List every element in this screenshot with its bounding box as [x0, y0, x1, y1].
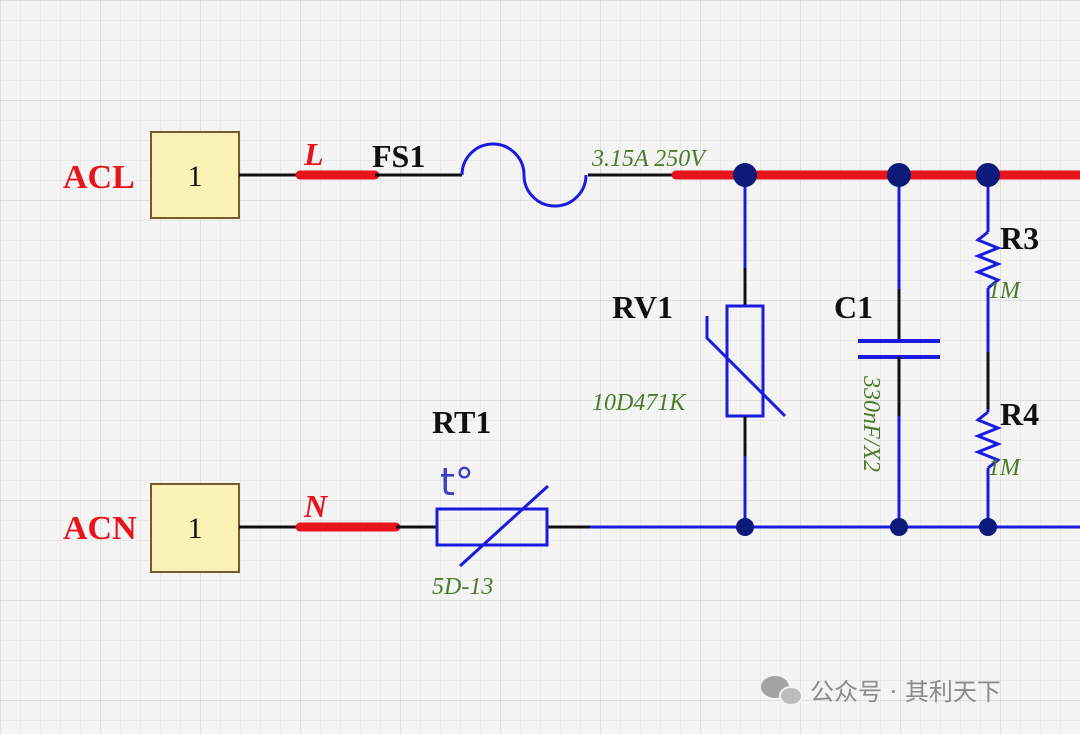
resistor-r4-ref: R4 — [1000, 396, 1039, 432]
junction-dot — [976, 163, 1000, 187]
thermistor-rt1[interactable] — [435, 484, 550, 568]
resistor-r3-ref: R3 — [1000, 220, 1039, 256]
connector-acn[interactable]: 1 — [150, 483, 240, 573]
connector-acn-label: ACN — [63, 510, 137, 547]
thermistor-rt1-value: 5D-13 — [432, 574, 493, 600]
connector-acl-label: ACL — [63, 159, 135, 196]
fuse-fs1[interactable] — [460, 142, 588, 208]
fuse-fs1-value: 3.15A 250V — [591, 146, 707, 172]
junction-dot — [890, 518, 908, 536]
varistor-rv1[interactable] — [705, 175, 787, 527]
connector-acl[interactable]: 1 — [150, 131, 240, 219]
junction-dot — [979, 518, 997, 536]
junction-dot — [736, 518, 754, 536]
resistor-r4-value: 1M — [988, 455, 1022, 481]
resistor-r3-value: 1M — [988, 278, 1022, 304]
capacitor-c1-value: 330nF/X2 — [858, 375, 884, 472]
connector-acl-pin: 1 — [188, 160, 203, 193]
thermistor-rt1-symbol: t° — [440, 460, 474, 504]
junction-dot — [733, 163, 757, 187]
varistor-rv1-value: 10D471K — [592, 390, 687, 416]
net-label-n: N — [303, 488, 329, 524]
capacitor-c1-ref: C1 — [834, 289, 873, 325]
net-label-l: L — [303, 136, 324, 172]
watermark-text: 公众号 · 其利天下 — [810, 678, 1001, 706]
capacitor-c1[interactable] — [858, 175, 940, 527]
varistor-rv1-ref: RV1 — [612, 289, 673, 325]
junction-dot — [887, 163, 911, 187]
thermistor-rt1-ref: RT1 — [432, 404, 491, 440]
resistor-r4[interactable] — [973, 409, 1003, 527]
fuse-fs1-ref: FS1 — [372, 138, 425, 174]
wechat-icon — [761, 676, 803, 706]
connector-acn-pin: 1 — [188, 512, 203, 545]
